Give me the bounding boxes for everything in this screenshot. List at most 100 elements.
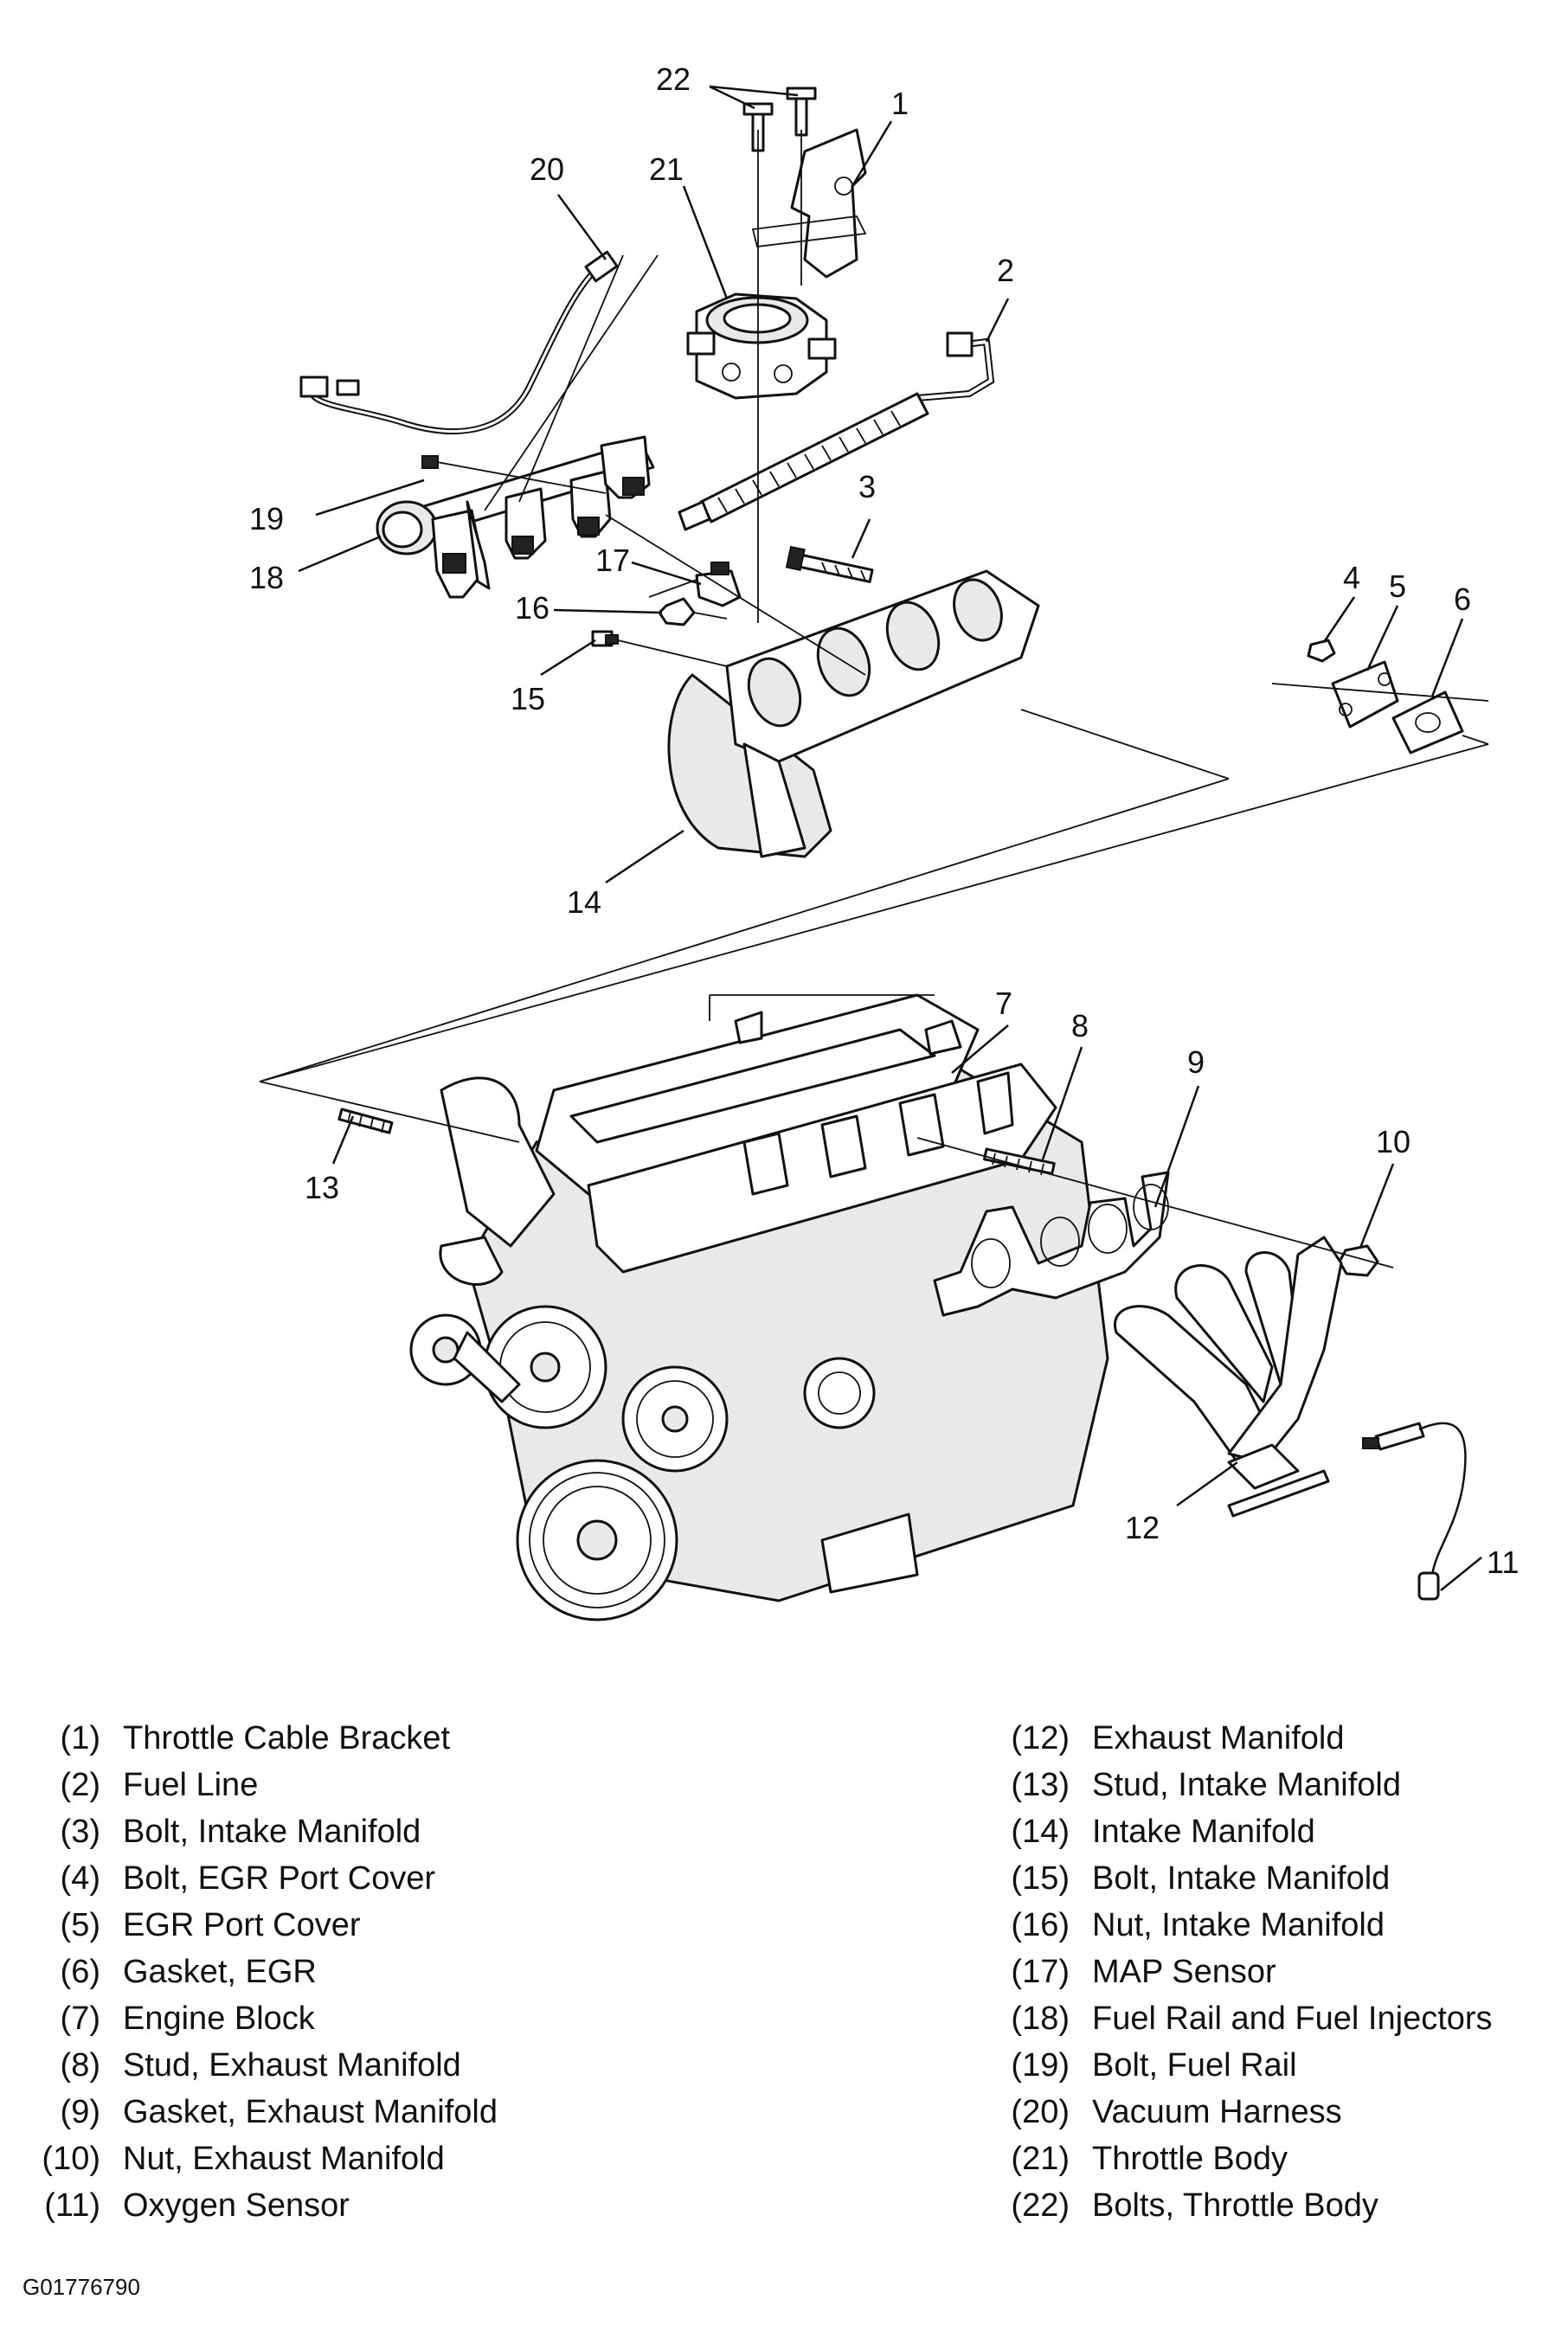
callout-15: 15 — [511, 681, 545, 716]
intake-manifold-stud — [337, 1108, 394, 1134]
legend-item: (19) Bolt, Fuel Rail — [995, 2042, 1566, 2089]
legend-label: Bolt, Intake Manifold — [123, 1814, 421, 1850]
legend-number: (18) — [1011, 2000, 1070, 2037]
legend-right-column: (12) Exhaust Manifold (13) Stud, Intake Ma… — [995, 1715, 1566, 2229]
legend-number: (8) — [60, 2047, 100, 2084]
egr-port-cover — [1331, 660, 1399, 729]
legend-number: (11) — [44, 2187, 100, 2224]
legend-number: (7) — [60, 2000, 100, 2037]
legend-item: (17) MAP Sensor — [995, 1949, 1566, 1995]
legend-item: (9)Gasket, Exhaust Manifold — [26, 2089, 787, 2135]
callout-12: 12 — [1125, 1510, 1160, 1545]
exhaust-manifold-nut — [1338, 1244, 1379, 1277]
legend-number: (14) — [1011, 1814, 1070, 1850]
legend-label: Bolt, Fuel Rail — [1092, 2047, 1297, 2084]
callout-3: 3 — [858, 469, 876, 504]
legend-item: (10) Nut, Exhaust Manifold — [26, 2135, 787, 2182]
egr-port-cover-bolt — [1307, 639, 1336, 663]
callout-8: 8 — [1071, 1008, 1089, 1043]
alignment-lines — [259, 130, 1489, 1268]
exhaust-manifold — [1113, 1236, 1343, 1518]
legend-item: (13) Stud, Intake Manifold — [995, 1762, 1566, 1808]
legend-label: Fuel Line — [123, 1767, 259, 1803]
callout-20: 20 — [530, 151, 564, 187]
legend-item: (18) Fuel Rail and Fuel Injectors — [995, 1995, 1566, 2042]
callout-2: 2 — [997, 253, 1014, 288]
map-sensor — [695, 562, 742, 607]
oxygen-sensor — [1362, 1422, 1467, 1601]
legend-number: (13) — [1011, 1767, 1070, 1803]
egr-gasket — [1391, 690, 1464, 755]
legend-item: (2) Fuel Line — [26, 1762, 787, 1808]
legend-number: (2) — [60, 1767, 100, 1803]
callout-22: 22 — [656, 61, 691, 97]
legend-item: (11)Oxygen Sensor — [26, 2182, 787, 2229]
legend-label: Gasket, EGR — [123, 1954, 317, 1990]
accessory-pulley — [483, 1305, 607, 1429]
legend-label: Engine Block — [123, 2000, 315, 2037]
callout-16: 16 — [515, 590, 549, 626]
intake-manifold-bolt-15 — [591, 630, 619, 647]
figure-id: G01776790 — [22, 2274, 140, 2300]
callout-10: 10 — [1376, 1124, 1411, 1159]
legend-item: (20) Vacuum Harness — [995, 2089, 1566, 2135]
legend-number: (6) — [60, 1954, 100, 1990]
legend-number: (16) — [1011, 1907, 1070, 1943]
callout-14: 14 — [567, 884, 601, 920]
legend-label: Exhaust Manifold — [1092, 1720, 1345, 1756]
intake-manifold — [667, 569, 1040, 858]
callout-19: 19 — [249, 501, 284, 536]
legend-number: (12) — [1011, 1720, 1070, 1756]
exploded-engine-diagram: 22 1 21 20 2 19 18 3 17 16 15 14 4 5 6 7… — [249, 61, 1519, 1621]
legend-label: Nut, Exhaust Manifold — [123, 2141, 445, 2177]
throttle-body-bolts — [742, 87, 817, 152]
legend-item: (14) Intake Manifold — [995, 1808, 1566, 1855]
legend-number: (10) — [42, 2141, 100, 2177]
legend-number: (1) — [60, 1720, 100, 1756]
legend-number: (4) — [60, 1860, 100, 1897]
legend-item: (6) Gasket, EGR — [26, 1949, 787, 1995]
legend-label: Intake Manifold — [1092, 1814, 1315, 1850]
legend-number: (22) — [1011, 2187, 1070, 2224]
legend-label: Gasket, Exhaust Manifold — [123, 2094, 498, 2130]
callout-labels: 22 1 21 20 2 19 18 3 17 16 15 14 4 5 6 7… — [249, 61, 1519, 1580]
legend-label: Bolt, EGR Port Cover — [123, 1860, 436, 1897]
callout-4: 4 — [1343, 560, 1360, 595]
legend-number: (17) — [1011, 1954, 1070, 1990]
callout-17: 17 — [595, 543, 630, 578]
legend-label: EGR Port Cover — [123, 1907, 361, 1943]
legend-item: (4) Bolt, EGR Port Cover — [26, 1855, 787, 1902]
legend-label: Throttle Body — [1092, 2141, 1288, 2177]
legend-item: (22) Bolts, Throttle Body — [995, 2182, 1566, 2229]
legend-label: Throttle Cable Bracket — [123, 1720, 451, 1756]
legend-number: (21) — [1011, 2141, 1070, 2177]
legend-label: Vacuum Harness — [1092, 2094, 1342, 2130]
throttle-body — [686, 292, 837, 400]
legend-number: (20) — [1011, 2094, 1070, 2130]
legend-label: Bolts, Throttle Body — [1092, 2187, 1378, 2224]
callout-13: 13 — [305, 1170, 339, 1205]
legend-label: MAP Sensor — [1092, 1954, 1276, 1990]
legend-number: (19) — [1011, 2047, 1070, 2084]
legend-item: (15)Bolt, Intake Manifold — [995, 1855, 1566, 1902]
legend-item: (5) EGR Port Cover — [26, 1902, 787, 1949]
legend-number: (5) — [60, 1907, 100, 1943]
water-pump-pulley — [621, 1365, 729, 1473]
legend-item: (16) Nut, Intake Manifold — [995, 1902, 1566, 1949]
legend-left-column: (1) Throttle Cable Bracket (2) Fuel Line (… — [26, 1715, 787, 2229]
legend-label: Stud, Intake Manifold — [1092, 1767, 1401, 1803]
callout-6: 6 — [1454, 581, 1471, 617]
fuel-rail-injectors — [376, 435, 655, 599]
legend-label: Stud, Exhaust Manifold — [123, 2047, 461, 2084]
legend-label: Fuel Rail and Fuel Injectors — [1092, 2000, 1493, 2037]
legend-item: (21) Throttle Body — [995, 2135, 1566, 2182]
vacuum-harness — [299, 250, 619, 435]
legend-label: Nut, Intake Manifold — [1092, 1907, 1385, 1943]
exhaust-manifold-gasket — [933, 1171, 1170, 1317]
engine-block — [439, 993, 1109, 1602]
intake-manifold-nut — [658, 597, 696, 626]
legend-item: (12) Exhaust Manifold — [995, 1715, 1566, 1762]
legend-number: (15) — [1011, 1860, 1070, 1897]
thermostat-housing — [803, 1357, 876, 1429]
callout-5: 5 — [1389, 568, 1406, 604]
